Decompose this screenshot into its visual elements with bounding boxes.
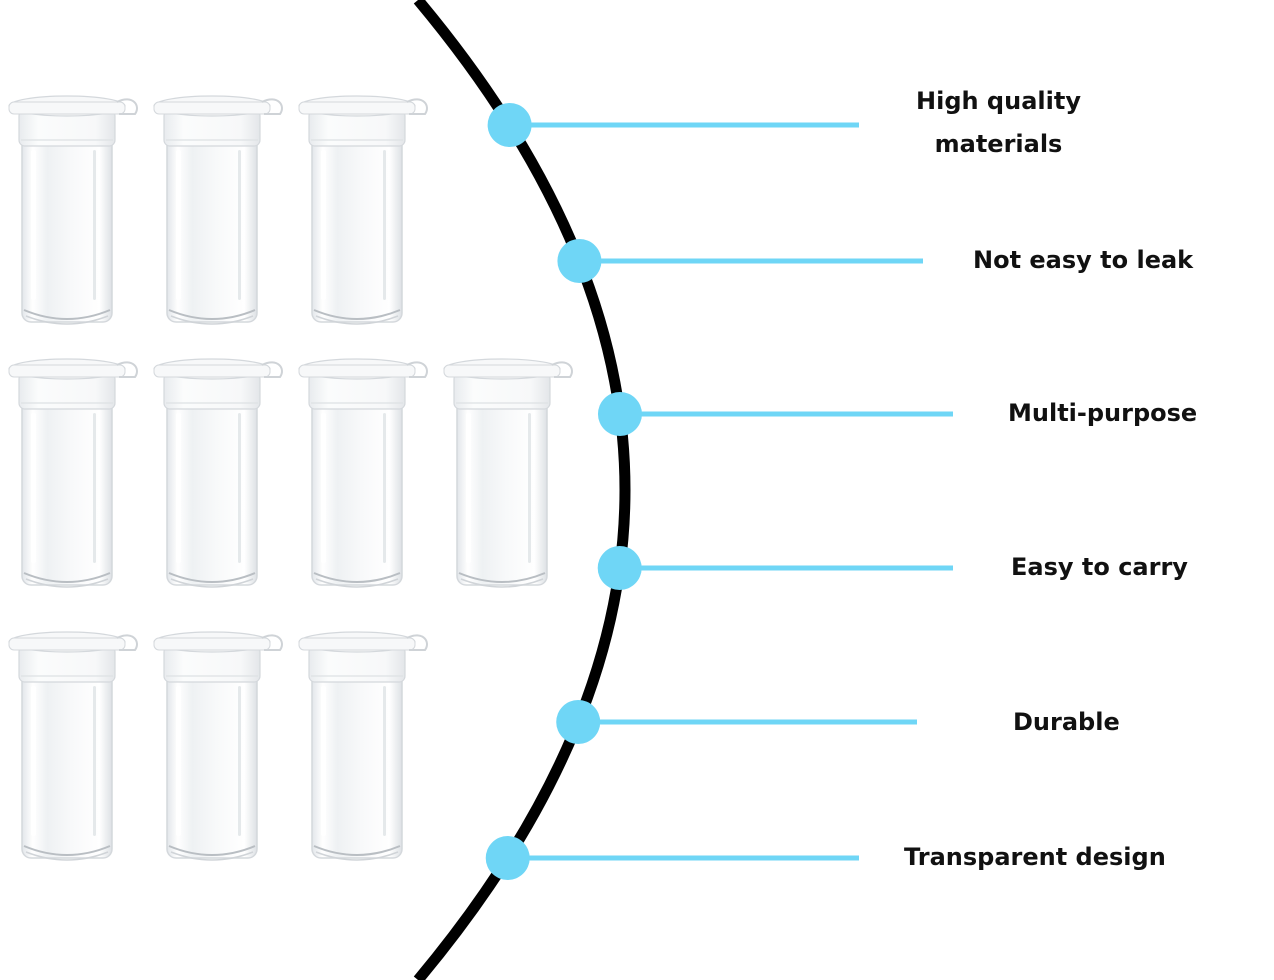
feature-label-line: materials (934, 130, 1063, 158)
vial-icon (153, 631, 283, 861)
vial-icon (8, 95, 138, 325)
feature-label-line: Not easy to leak (973, 246, 1194, 274)
feature-dot (487, 103, 532, 147)
arc-line (413, 0, 631, 980)
vial-icon (298, 631, 428, 861)
feature-label: Multi-purpose (1008, 392, 1197, 435)
feature-dot (557, 239, 602, 283)
feature-dot (597, 392, 642, 436)
feature-label: Not easy to leak (973, 239, 1193, 282)
vial-icon (443, 358, 573, 588)
feature-label-line: High quality (916, 87, 1081, 115)
feature-connectors (485, 103, 953, 880)
feature-label: High quality materials (916, 80, 1081, 166)
feature-label-line: Multi-purpose (1008, 399, 1198, 427)
vial-grid (8, 95, 573, 861)
feature-label-line: Easy to carry (1011, 553, 1188, 581)
vial-icon (298, 358, 428, 588)
vial-icon (8, 358, 138, 588)
feature-dot (556, 700, 601, 744)
feature-dot (485, 836, 530, 880)
feature-label-line: Transparent design (904, 843, 1166, 871)
vial-icon (298, 95, 428, 325)
vial-icon (8, 631, 138, 861)
feature-label: Easy to carry (1011, 546, 1188, 589)
vial-icon (153, 358, 283, 588)
feature-label: Transparent design (904, 836, 1166, 879)
vial-icon (153, 95, 283, 325)
feature-dot (597, 546, 642, 590)
feature-label-line: Durable (1013, 708, 1120, 736)
feature-label: Durable (1013, 701, 1120, 744)
